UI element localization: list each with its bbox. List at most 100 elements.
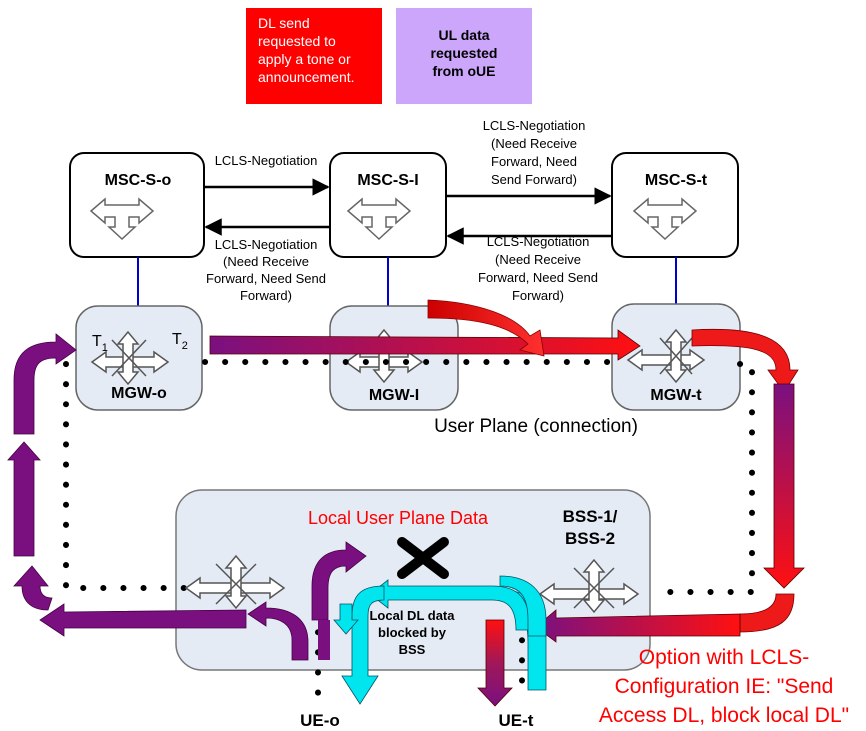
ul-arrow-ue-o-curve [247,601,309,661]
msc-s-t-label: MSC-S-t [645,172,708,189]
svg-text:requested: requested [431,45,498,61]
t1-label: T [92,333,102,350]
local-arrow-ue-o-down [341,585,385,705]
msg-i-to-t-2: (Need Receive [491,136,577,151]
svg-text:MGW-o: MGW-o [111,385,167,402]
ul-arrow-left-top-curve [13,333,77,435]
svg-text:Forward): Forward) [512,288,564,303]
svg-text:UE-t: UE-t [499,711,534,730]
svg-text:UE-o: UE-o [300,711,340,730]
legend-red-text-3: apply a tone or [258,51,351,67]
ul-arrow-left-curve-low [13,565,53,611]
legend-red-box [246,8,382,104]
svg-text:blocked by: blocked by [378,625,447,640]
msg-o-to-i: LCLS-Negotiation [215,153,318,168]
svg-text:DL send: DL send [258,15,310,31]
switch-icon-mgw-o [90,330,170,386]
ue-o-label: UE-o [300,711,340,730]
bss-label-2: BSS-2 [565,529,615,548]
svg-text:Option with LCLS-: Option with LCLS- [639,646,809,669]
local-arrow-ue-t-curve [499,575,547,637]
msg-t-to-i-4: Forward) [512,288,564,303]
msg-t-to-i-2: (Need Receive [495,252,581,267]
msg-i-to-t-3: Forward, Need [491,154,577,169]
blocked-text-1: Local DL data [369,608,455,623]
dl-arrow-ue-t [477,619,513,707]
t2-subscript: 2 [182,340,188,352]
legend-red-text-4: announcement. [258,69,355,85]
svg-text:Access DL, block local DL": Access DL, block local DL" [599,704,849,727]
svg-text:LCLS-Negotiation: LCLS-Negotiation [483,118,586,133]
svg-text:MGW-I: MGW-I [369,387,419,404]
msc-s-i-node [329,152,447,258]
svg-text:Forward, Need Send: Forward, Need Send [478,270,598,285]
svg-text:T1: T1 [92,333,108,354]
dl-arrow-bottom-curve [739,593,795,633]
legend-purple-box [396,8,532,104]
dl-tone-arrow [427,299,545,357]
svg-text:T2: T2 [172,331,188,352]
legend-red-text-2: requested to [258,33,336,49]
ue-t-label: UE-t [499,711,534,730]
user-plane-label: User Plane (connection) [434,416,638,437]
svg-text:apply a tone or: apply a tone or [258,51,351,67]
bss-label-1: BSS-1/ [563,507,618,526]
legend-purple-text-2: requested [431,45,498,61]
mgw-i-label: MGW-I [369,387,419,404]
svg-text:(Need Receive: (Need Receive [223,254,309,269]
blocked-text-3: BSS [399,642,426,657]
switch-icon-mgw-t [626,328,706,384]
svg-text:announcement.: announcement. [258,69,355,85]
svg-text:LCLS-Negotiation: LCLS-Negotiation [487,234,590,249]
svg-text:Local DL data: Local DL data [369,608,455,623]
svg-text:BSS: BSS [399,642,426,657]
ul-arrow-left-up [7,441,41,557]
switch-icon-bss-left [184,554,286,610]
mgw-t-label: MGW-t [650,387,702,404]
svg-text:User Plane (connection): User Plane (connection) [434,416,638,437]
svg-text:MGW-t: MGW-t [650,387,702,404]
blocked-text-2: blocked by [378,625,447,640]
svg-text:MSC-S-I: MSC-S-I [357,172,418,189]
ul-arrow-bottom-left [39,603,247,637]
svg-text:Forward, Need Send: Forward, Need Send [206,271,326,286]
msc-s-o-node [69,152,205,258]
svg-text:(Need Receive: (Need Receive [495,252,581,267]
msg-t-to-i-1: LCLS-Negotiation [487,234,590,249]
option-text-2: Configuration IE: "Send [615,675,834,698]
svg-text:requested to: requested to [258,33,336,49]
svg-text:LCLS-Negotiation: LCLS-Negotiation [215,153,318,168]
ul-arrow-ue-o-stem [318,620,330,660]
t1-subscript: 1 [102,342,108,354]
mgw-o-label: MGW-o [111,385,167,402]
t2-label: T [172,331,182,348]
svg-text:Forward): Forward) [240,288,292,303]
svg-text:Configuration IE: "Send: Configuration IE: "Send [615,675,834,698]
legend-red-text-1: DL send [258,15,310,31]
svg-text:Local User Plane Data: Local User Plane Data [308,508,489,528]
svg-text:UL data: UL data [438,27,489,43]
msg-i-to-o-4: Forward) [240,288,292,303]
option-text-1: Option with LCLS- [639,646,809,669]
svg-text:MSC-S-t: MSC-S-t [645,172,708,189]
ul-arrow-ue-o-up [311,541,367,621]
msc-s-o-label: MSC-S-o [105,172,172,189]
svg-text:BSS-2: BSS-2 [565,529,615,548]
msg-i-to-o-3: Forward, Need Send [206,271,326,286]
msc-s-t-node [611,152,739,258]
svg-text:Forward, Need: Forward, Need [491,154,577,169]
local-user-plane-label: Local User Plane Data [308,508,489,528]
svg-text:BSS-1/: BSS-1/ [563,507,618,526]
msg-i-to-o-1: LCLS-Negotiation [215,237,318,252]
svg-text:from oUE: from oUE [433,63,496,79]
msg-i-to-t-4: Send Forward) [491,172,577,187]
msg-t-to-i-3: Forward, Need Send [478,270,598,285]
dl-arrow-right-down [763,383,805,589]
svg-text:Send Forward): Send Forward) [491,172,577,187]
msg-i-to-o-2: (Need Receive [223,254,309,269]
svg-text:LCLS-Negotiation: LCLS-Negotiation [215,237,318,252]
msc-s-i-label: MSC-S-I [357,172,418,189]
dotted-path-left [63,361,189,591]
